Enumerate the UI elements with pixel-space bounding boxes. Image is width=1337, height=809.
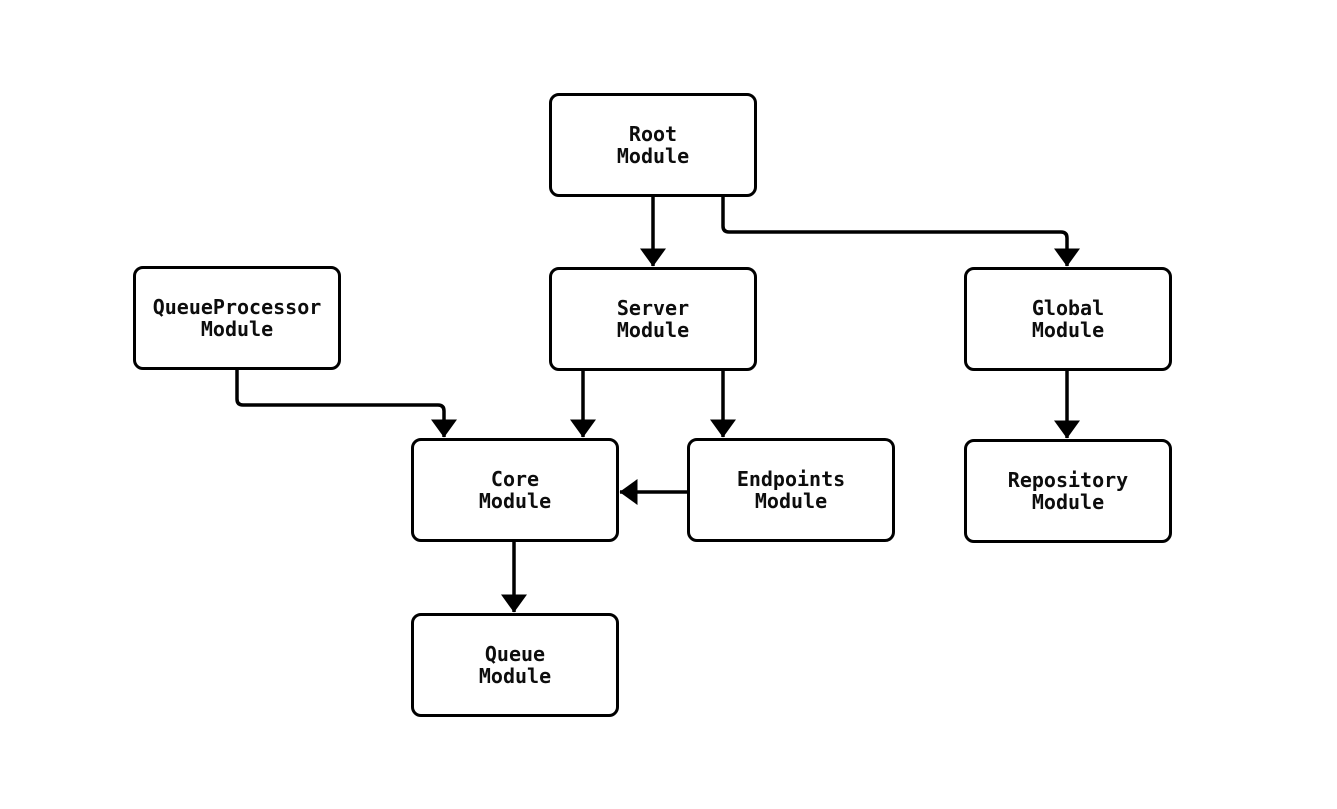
edge-root-to-global bbox=[721, 197, 1080, 267]
node-core-module: Core Module bbox=[411, 438, 619, 542]
node-label-line2: Module bbox=[200, 317, 274, 341]
node-repository-module: Repository Module bbox=[964, 439, 1172, 543]
node-queueprocessor-module: QueueProcessor Module bbox=[133, 266, 341, 370]
node-label-line2: Module bbox=[616, 144, 690, 168]
node-label-line1: Queue bbox=[484, 642, 546, 666]
node-label-line1: Endpoints bbox=[736, 467, 846, 491]
node-label-line1: Root bbox=[628, 122, 678, 146]
node-label-line2: Module bbox=[754, 489, 828, 513]
node-label-line2: Module bbox=[616, 318, 690, 342]
node-label-line2: Module bbox=[1031, 490, 1105, 514]
node-label-line1: Core bbox=[490, 467, 540, 491]
node-label-line2: Module bbox=[478, 489, 552, 513]
node-label-line1: Global bbox=[1031, 296, 1105, 320]
node-label-line2: Module bbox=[478, 664, 552, 688]
node-queue-module: Queue Module bbox=[411, 613, 619, 717]
edge-queueprocessor-to-core bbox=[235, 370, 457, 438]
node-server-module: Server Module bbox=[549, 267, 757, 371]
node-label-line1: QueueProcessor bbox=[152, 295, 322, 319]
node-label-line2: Module bbox=[1031, 318, 1105, 342]
node-endpoints-module: Endpoints Module bbox=[687, 438, 895, 542]
node-label-line1: Server bbox=[616, 296, 690, 320]
node-label-line1: Repository bbox=[1007, 468, 1129, 492]
node-root-module: Root Module bbox=[549, 93, 757, 197]
node-global-module: Global Module bbox=[964, 267, 1172, 371]
